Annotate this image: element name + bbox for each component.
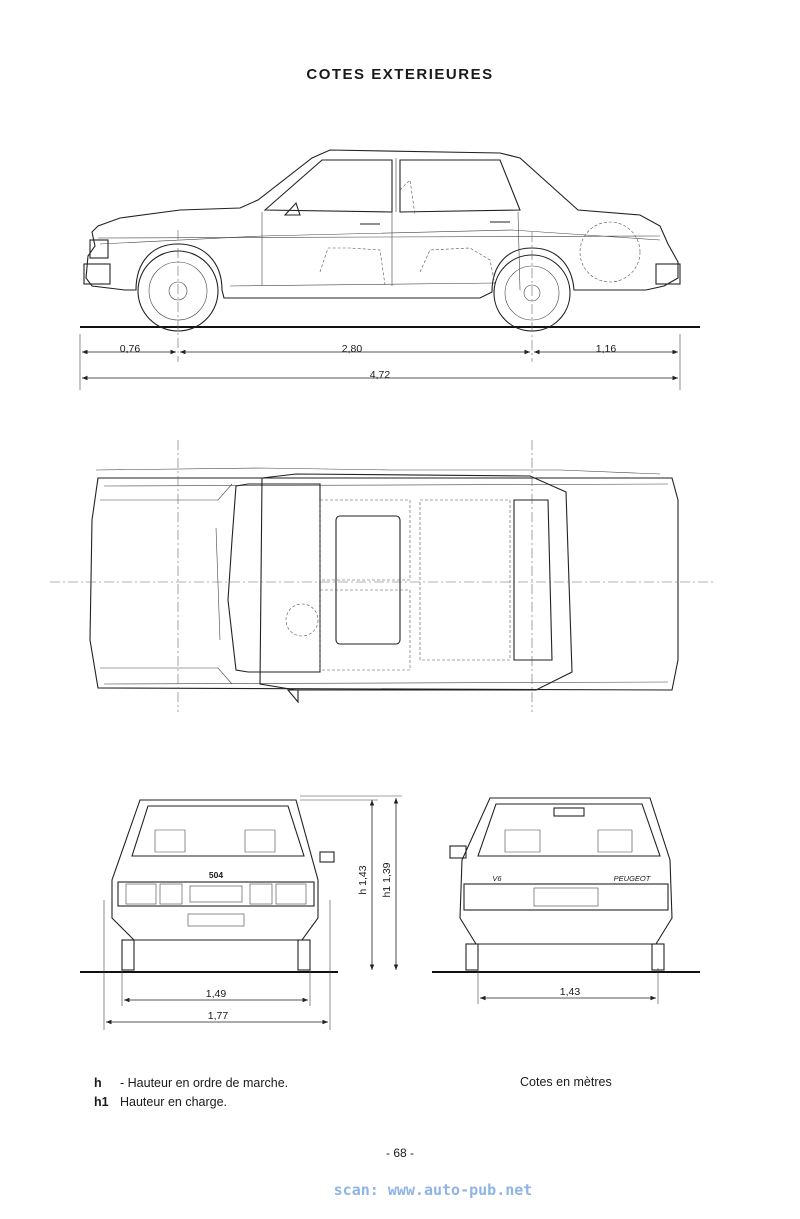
legend-row-h: h - Hauteur en ordre de marche. (94, 1076, 288, 1090)
dim-height-h1: h1 1,39 (381, 862, 393, 897)
top-view-drawing (50, 440, 715, 712)
legend-row-h1: h1 Hauteur en charge. (94, 1095, 227, 1109)
rear-badge-right: PEUGEOT (614, 874, 652, 883)
scan-credit-link[interactable]: scan: www.auto-pub.net (333, 1181, 533, 1199)
front-view-drawing: 504 1,49 1,77 h 1,43 h1 1,39 (80, 795, 402, 1030)
page-number: - 68 - (385, 1146, 414, 1160)
dim-rear-track: 1,43 (560, 986, 581, 998)
units-note: Cotes en mètres (520, 1075, 612, 1089)
rear-view-drawing: V6 PEUGEOT 1,43 (432, 797, 700, 1004)
dim-front-track: 1,49 (206, 988, 227, 1000)
dim-rear-overhang: 1,16 (596, 343, 617, 355)
legend-text: Hauteur en charge. (120, 1095, 228, 1109)
side-view-drawing: 0,76 2,80 1,16 4,72 (79, 149, 700, 390)
legend-text: - Hauteur en ordre de marche. (120, 1076, 289, 1090)
dim-front-overhang: 0,76 (120, 343, 141, 355)
front-badge: 504 (209, 870, 223, 880)
dim-wheelbase: 2,80 (342, 343, 363, 355)
dim-overall-length: 4,72 (370, 369, 391, 381)
rear-badge-left: V6 (492, 874, 502, 883)
legend-key: h1 (94, 1095, 109, 1109)
dim-height-h: h 1,43 (357, 865, 369, 894)
legend-key: h (94, 1076, 102, 1090)
dim-overall-width: 1,77 (208, 1010, 229, 1022)
page-title: COTES EXTERIEURES (306, 66, 494, 83)
